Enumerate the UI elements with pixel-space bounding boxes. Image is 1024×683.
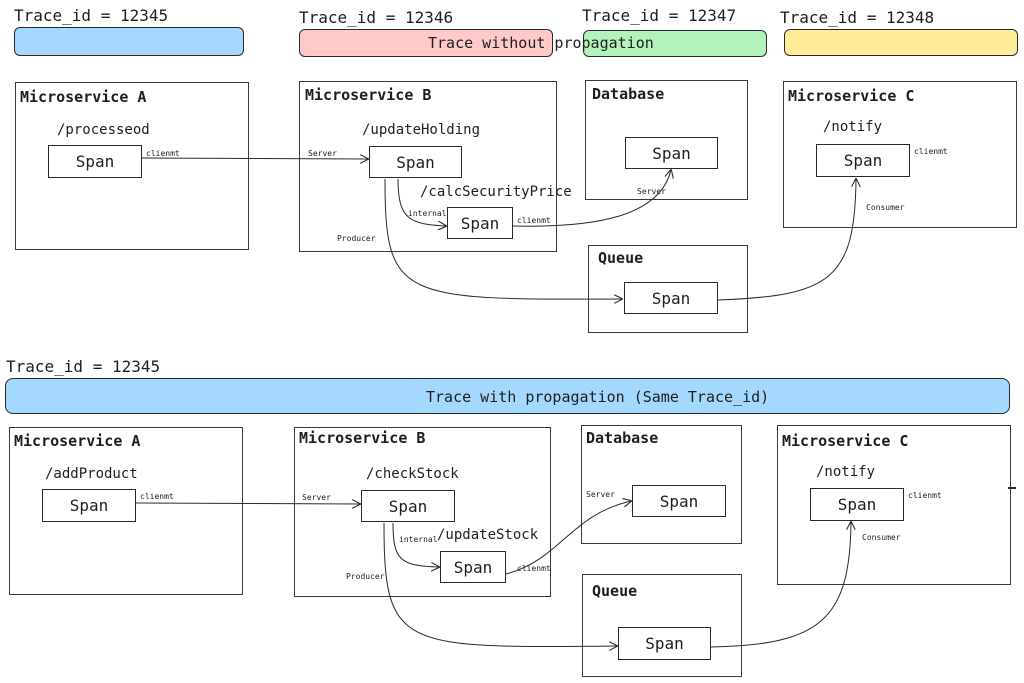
microservice-c-title: Microservice C xyxy=(788,87,915,105)
microservice-a-box xyxy=(15,82,249,250)
trace-id-label-3: Trace_id = 12347 xyxy=(582,6,737,25)
microservice-a-span[interactable]: Span xyxy=(48,145,142,178)
trace-id-label-4: Trace_id = 12348 xyxy=(780,8,935,27)
microservice-c-span[interactable]: Span xyxy=(816,144,910,177)
trace-bar-propagation xyxy=(5,378,1010,414)
microservice-a-endpoint: /addProduct xyxy=(45,466,138,482)
microservice-c-endpoint: /notify xyxy=(823,119,883,135)
queue-box xyxy=(582,574,742,677)
microservice-b-span[interactable]: Span xyxy=(369,146,462,178)
edge-label-client-a: clienmt xyxy=(140,492,174,501)
edge-label-producer: Producer xyxy=(346,572,385,581)
trace-bar-yellow xyxy=(784,29,1018,56)
trace-bar-propagation-title: Trace with propagation (Same Trace_id) xyxy=(426,388,770,406)
microservice-b-inner-span[interactable]: Span xyxy=(440,551,506,583)
microservice-c-box xyxy=(777,425,1011,585)
queue-span[interactable]: Span xyxy=(624,282,718,314)
arrow-a-to-b xyxy=(135,503,360,504)
edge-label-producer: Producer xyxy=(337,234,376,243)
arrow-producer-to-queue xyxy=(383,522,617,646)
microservice-c-box xyxy=(783,81,1017,228)
microservice-a-title: Microservice A xyxy=(20,88,147,106)
database-span[interactable]: Span xyxy=(625,137,718,169)
microservice-b-inner-endpoint: /updateStock xyxy=(437,527,539,543)
microservice-c-title: Microservice C xyxy=(782,432,909,450)
microservice-b-box xyxy=(294,427,551,597)
database-box xyxy=(585,80,748,200)
arrow-inner-to-db xyxy=(505,501,631,575)
arrow-inner-to-db xyxy=(512,170,671,227)
microservice-b-inner-span[interactable]: Span xyxy=(447,207,513,239)
queue-title: Queue xyxy=(598,249,644,267)
trace-bar-blue xyxy=(14,27,244,56)
edge-label-client-b: clienmt xyxy=(517,216,551,225)
database-title: Database xyxy=(592,85,665,103)
arrow-queue-to-c xyxy=(710,522,851,648)
trace-bar-green xyxy=(583,30,767,57)
microservice-b-title: Microservice B xyxy=(305,86,432,104)
arrow-b-internal xyxy=(392,522,439,567)
edge-label-consumer: Consumer xyxy=(862,533,901,542)
trace-bar-title: Trace without propagation xyxy=(428,34,654,52)
database-title: Database xyxy=(586,429,659,447)
edge-label-client-b: clienmt xyxy=(517,564,551,573)
arrow-b-internal xyxy=(397,178,446,226)
trace-bar-red xyxy=(299,29,553,57)
trace-id-label-bottom: Trace_id = 12345 xyxy=(6,357,161,376)
microservice-a-span[interactable]: Span xyxy=(42,489,136,522)
microservice-b-endpoint: /updateHolding xyxy=(362,122,481,138)
microservice-c-span[interactable]: Span xyxy=(810,488,904,521)
trace-id-label-2: Trace_id = 12346 xyxy=(299,8,454,27)
queue-title: Queue xyxy=(592,582,638,600)
edge-label-consumer: Consumer xyxy=(866,203,905,212)
edge-label-internal-b: internal xyxy=(399,535,438,544)
queue-box xyxy=(588,245,748,333)
microservice-b-box xyxy=(299,81,557,252)
arrow-queue-to-c xyxy=(717,179,856,301)
microservice-b-span[interactable]: Span xyxy=(361,490,455,522)
edge-label-client-a: clienmt xyxy=(146,149,180,158)
arrow-a-to-b xyxy=(141,158,368,159)
microservice-a-endpoint: /processeod xyxy=(57,122,150,138)
edge-label-server-db: Server xyxy=(586,490,615,499)
microservice-b-title: Microservice B xyxy=(299,429,426,447)
arrow-producer-to-queue xyxy=(384,178,622,299)
edge-label-client-c: clienmt xyxy=(914,147,948,156)
edge-label-server-b: Server xyxy=(302,493,331,502)
microservice-a-box xyxy=(9,427,243,595)
microservice-b-endpoint: /checkStock xyxy=(366,466,459,482)
database-span[interactable]: Span xyxy=(632,485,726,517)
microservice-c-endpoint: /notify xyxy=(816,464,876,480)
queue-span[interactable]: Span xyxy=(618,627,711,660)
edge-label-server-b: Server xyxy=(308,149,337,158)
edge-label-internal-b: internal xyxy=(408,209,447,218)
edge-label-client-c: clienmt xyxy=(908,491,942,500)
microservice-b-inner-endpoint: /calcSecurityPrice xyxy=(420,184,572,200)
microservice-a-title: Microservice A xyxy=(14,432,141,450)
trace-id-label-1: Trace_id = 12345 xyxy=(14,6,169,25)
database-box xyxy=(581,425,742,544)
edge-label-server-db: Server xyxy=(637,187,666,196)
edge-marker xyxy=(1008,487,1016,489)
